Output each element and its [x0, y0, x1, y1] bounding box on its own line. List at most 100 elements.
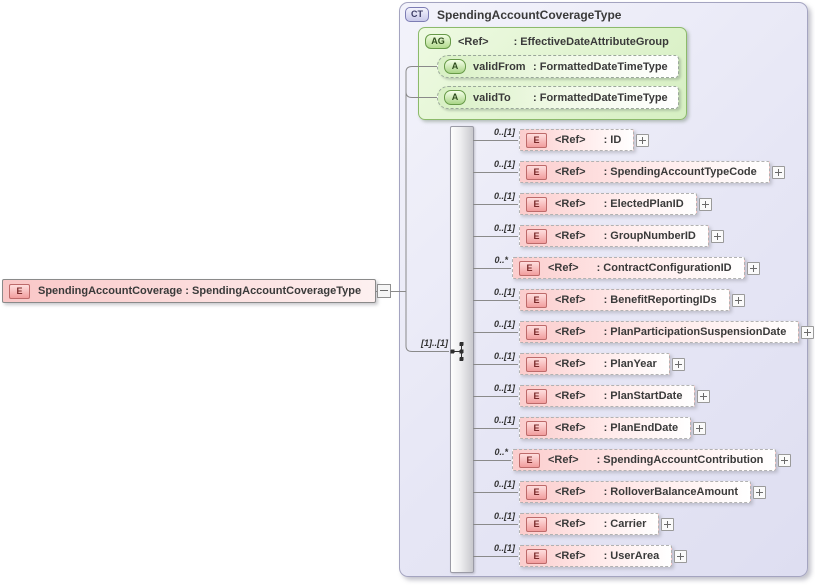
element-row-rolloverbalanceamount: E <Ref> : RolloverBalanceAmount	[519, 481, 767, 503]
element-box[interactable]: E <Ref> : Carrier	[519, 513, 660, 535]
cardinality-label: 0..[1]	[493, 191, 515, 201]
cardinality-label: 0..[1]	[493, 127, 515, 137]
cardinality-label: 0..[1]	[493, 543, 515, 553]
element-badge: E	[526, 356, 547, 372]
element-box[interactable]: E <Ref> : ContractConfigurationID	[512, 257, 745, 279]
element-row-spendingaccounttypecode: E <Ref> : SpendingAccountTypeCode	[519, 161, 785, 183]
cardinality-label: 0..[1]	[493, 319, 515, 329]
cardinality-label: 0..[1]	[493, 287, 515, 297]
element-ref: <Ref>	[555, 326, 586, 338]
element-row-planparticipationsuspensiondate: E <Ref> : PlanParticipationSuspensionDat…	[519, 321, 815, 343]
element-box[interactable]: E <Ref> : GroupNumberID	[519, 225, 709, 247]
expand-icon[interactable]	[661, 517, 675, 531]
element-box[interactable]: E <Ref> : UserArea	[519, 545, 673, 567]
element-badge: E	[526, 516, 547, 532]
element-badge: E	[526, 292, 547, 308]
element-badge: E	[526, 324, 547, 340]
element-row-id: E <Ref> : ID	[519, 129, 650, 151]
element-ref: <Ref>	[555, 422, 586, 434]
element-box[interactable]: E <Ref> : SpendingAccountTypeCode	[519, 161, 770, 183]
element-name: : ContractConfigurationID	[596, 262, 732, 274]
element-badge: E	[526, 420, 547, 436]
element-row-carrier: E <Ref> : Carrier	[519, 513, 675, 535]
element-box[interactable]: E <Ref> : PlanStartDate	[519, 385, 696, 407]
sequence-cardinality-label: [1]..[1]	[421, 338, 448, 348]
element-name: : UserArea	[603, 550, 660, 562]
attribute-name: validTo	[473, 91, 511, 104]
attribute-group-name: : EffectiveDateAttributeGroup	[513, 35, 669, 48]
element-row-groupnumberid: E <Ref> : GroupNumberID	[519, 225, 724, 247]
element-box[interactable]: E <Ref> : PlanParticipationSuspensionDat…	[519, 321, 800, 343]
complex-type-badge: CT	[405, 7, 429, 22]
element-box[interactable]: E <Ref> : PlanYear	[519, 353, 670, 375]
complex-type-title: SpendingAccountCoverageType	[437, 7, 622, 22]
attribute-validto[interactable]: A validTo : FormattedDateTimeType	[437, 86, 679, 109]
element-ref: <Ref>	[555, 518, 586, 530]
cardinality-label: 0..[1]	[493, 159, 515, 169]
element-ref: <Ref>	[555, 294, 586, 306]
expand-icon[interactable]	[753, 485, 767, 499]
expand-icon[interactable]	[771, 165, 785, 179]
element-box[interactable]: E <Ref> : BenefitReportingIDs	[519, 289, 730, 311]
element-ref: <Ref>	[548, 454, 579, 466]
element-ref: <Ref>	[555, 134, 586, 146]
element-badge: E	[526, 388, 547, 404]
cardinality-label: 0..*	[494, 255, 508, 265]
element-badge: E	[526, 132, 547, 148]
element-name: : BenefitReportingIDs	[603, 294, 717, 306]
element-name: : SpendingAccountContribution	[596, 454, 764, 466]
element-row-planyear: E <Ref> : PlanYear	[519, 353, 685, 375]
expand-icon[interactable]	[778, 453, 792, 467]
element-ref: <Ref>	[555, 390, 586, 402]
element-box[interactable]: E <Ref> : ElectedPlanID	[519, 193, 697, 215]
attribute-group-badge: AG	[425, 34, 451, 49]
attribute-badge: A	[444, 59, 466, 74]
element-row-planenddate: E <Ref> : PlanEndDate	[519, 417, 707, 439]
expand-icon[interactable]	[693, 421, 707, 435]
element-box[interactable]: E <Ref> : SpendingAccountContribution	[512, 449, 777, 471]
expand-icon[interactable]	[746, 261, 760, 275]
expand-icon[interactable]	[671, 357, 685, 371]
expand-icon[interactable]	[697, 389, 711, 403]
element-name: : PlanEndDate	[603, 422, 679, 434]
expand-icon[interactable]	[801, 325, 815, 339]
element-badge: E	[526, 548, 547, 564]
element-ref: <Ref>	[555, 486, 586, 498]
element-name: : SpendingAccountTypeCode	[603, 166, 757, 178]
cardinality-label: 0..[1]	[493, 351, 515, 361]
expand-icon[interactable]	[698, 197, 712, 211]
root-element-box[interactable]: E SpendingAccountCoverage : SpendingAcco…	[2, 279, 377, 303]
element-name: : GroupNumberID	[603, 230, 696, 242]
element-box[interactable]: E <Ref> : PlanEndDate	[519, 417, 692, 439]
element-row-contractconfigurationid: E <Ref> : ContractConfigurationID	[512, 257, 760, 279]
element-box[interactable]: E <Ref> : RolloverBalanceAmount	[519, 481, 752, 503]
cardinality-label: 0..[1]	[493, 415, 515, 425]
element-name: : RolloverBalanceAmount	[603, 486, 739, 498]
cardinality-label: 0..[1]	[493, 383, 515, 393]
element-badge: E	[526, 196, 547, 212]
element-row-electedplanid: E <Ref> : ElectedPlanID	[519, 193, 712, 215]
element-name: : PlanParticipationSuspensionDate	[603, 326, 787, 338]
element-row-benefitreportingids: E <Ref> : BenefitReportingIDs	[519, 289, 745, 311]
element-ref: <Ref>	[555, 358, 586, 370]
attribute-validfrom[interactable]: A validFrom : FormattedDateTimeType	[437, 55, 679, 78]
attribute-group-ref: <Ref>	[458, 35, 489, 48]
expand-icon[interactable]	[731, 293, 745, 307]
collapse-handle[interactable]	[377, 284, 392, 298]
element-row-planstartdate: E <Ref> : PlanStartDate	[519, 385, 711, 407]
expand-icon[interactable]	[636, 133, 650, 147]
expand-icon[interactable]	[710, 229, 724, 243]
root-element-row: E SpendingAccountCoverage : SpendingAcco…	[2, 279, 392, 303]
element-name: : Carrier	[603, 518, 647, 530]
cardinality-label: 0..*	[494, 447, 508, 457]
element-badge: E	[526, 484, 547, 500]
complex-type-header: CT SpendingAccountCoverageType	[405, 7, 621, 22]
expand-icon[interactable]	[674, 549, 688, 563]
element-badge: E	[526, 228, 547, 244]
element-box[interactable]: E <Ref> : ID	[519, 129, 635, 151]
cardinality-label: 0..[1]	[493, 223, 515, 233]
attribute-type: : FormattedDateTimeType	[533, 60, 668, 73]
attribute-type: : FormattedDateTimeType	[533, 91, 668, 104]
element-ref: <Ref>	[548, 262, 579, 274]
